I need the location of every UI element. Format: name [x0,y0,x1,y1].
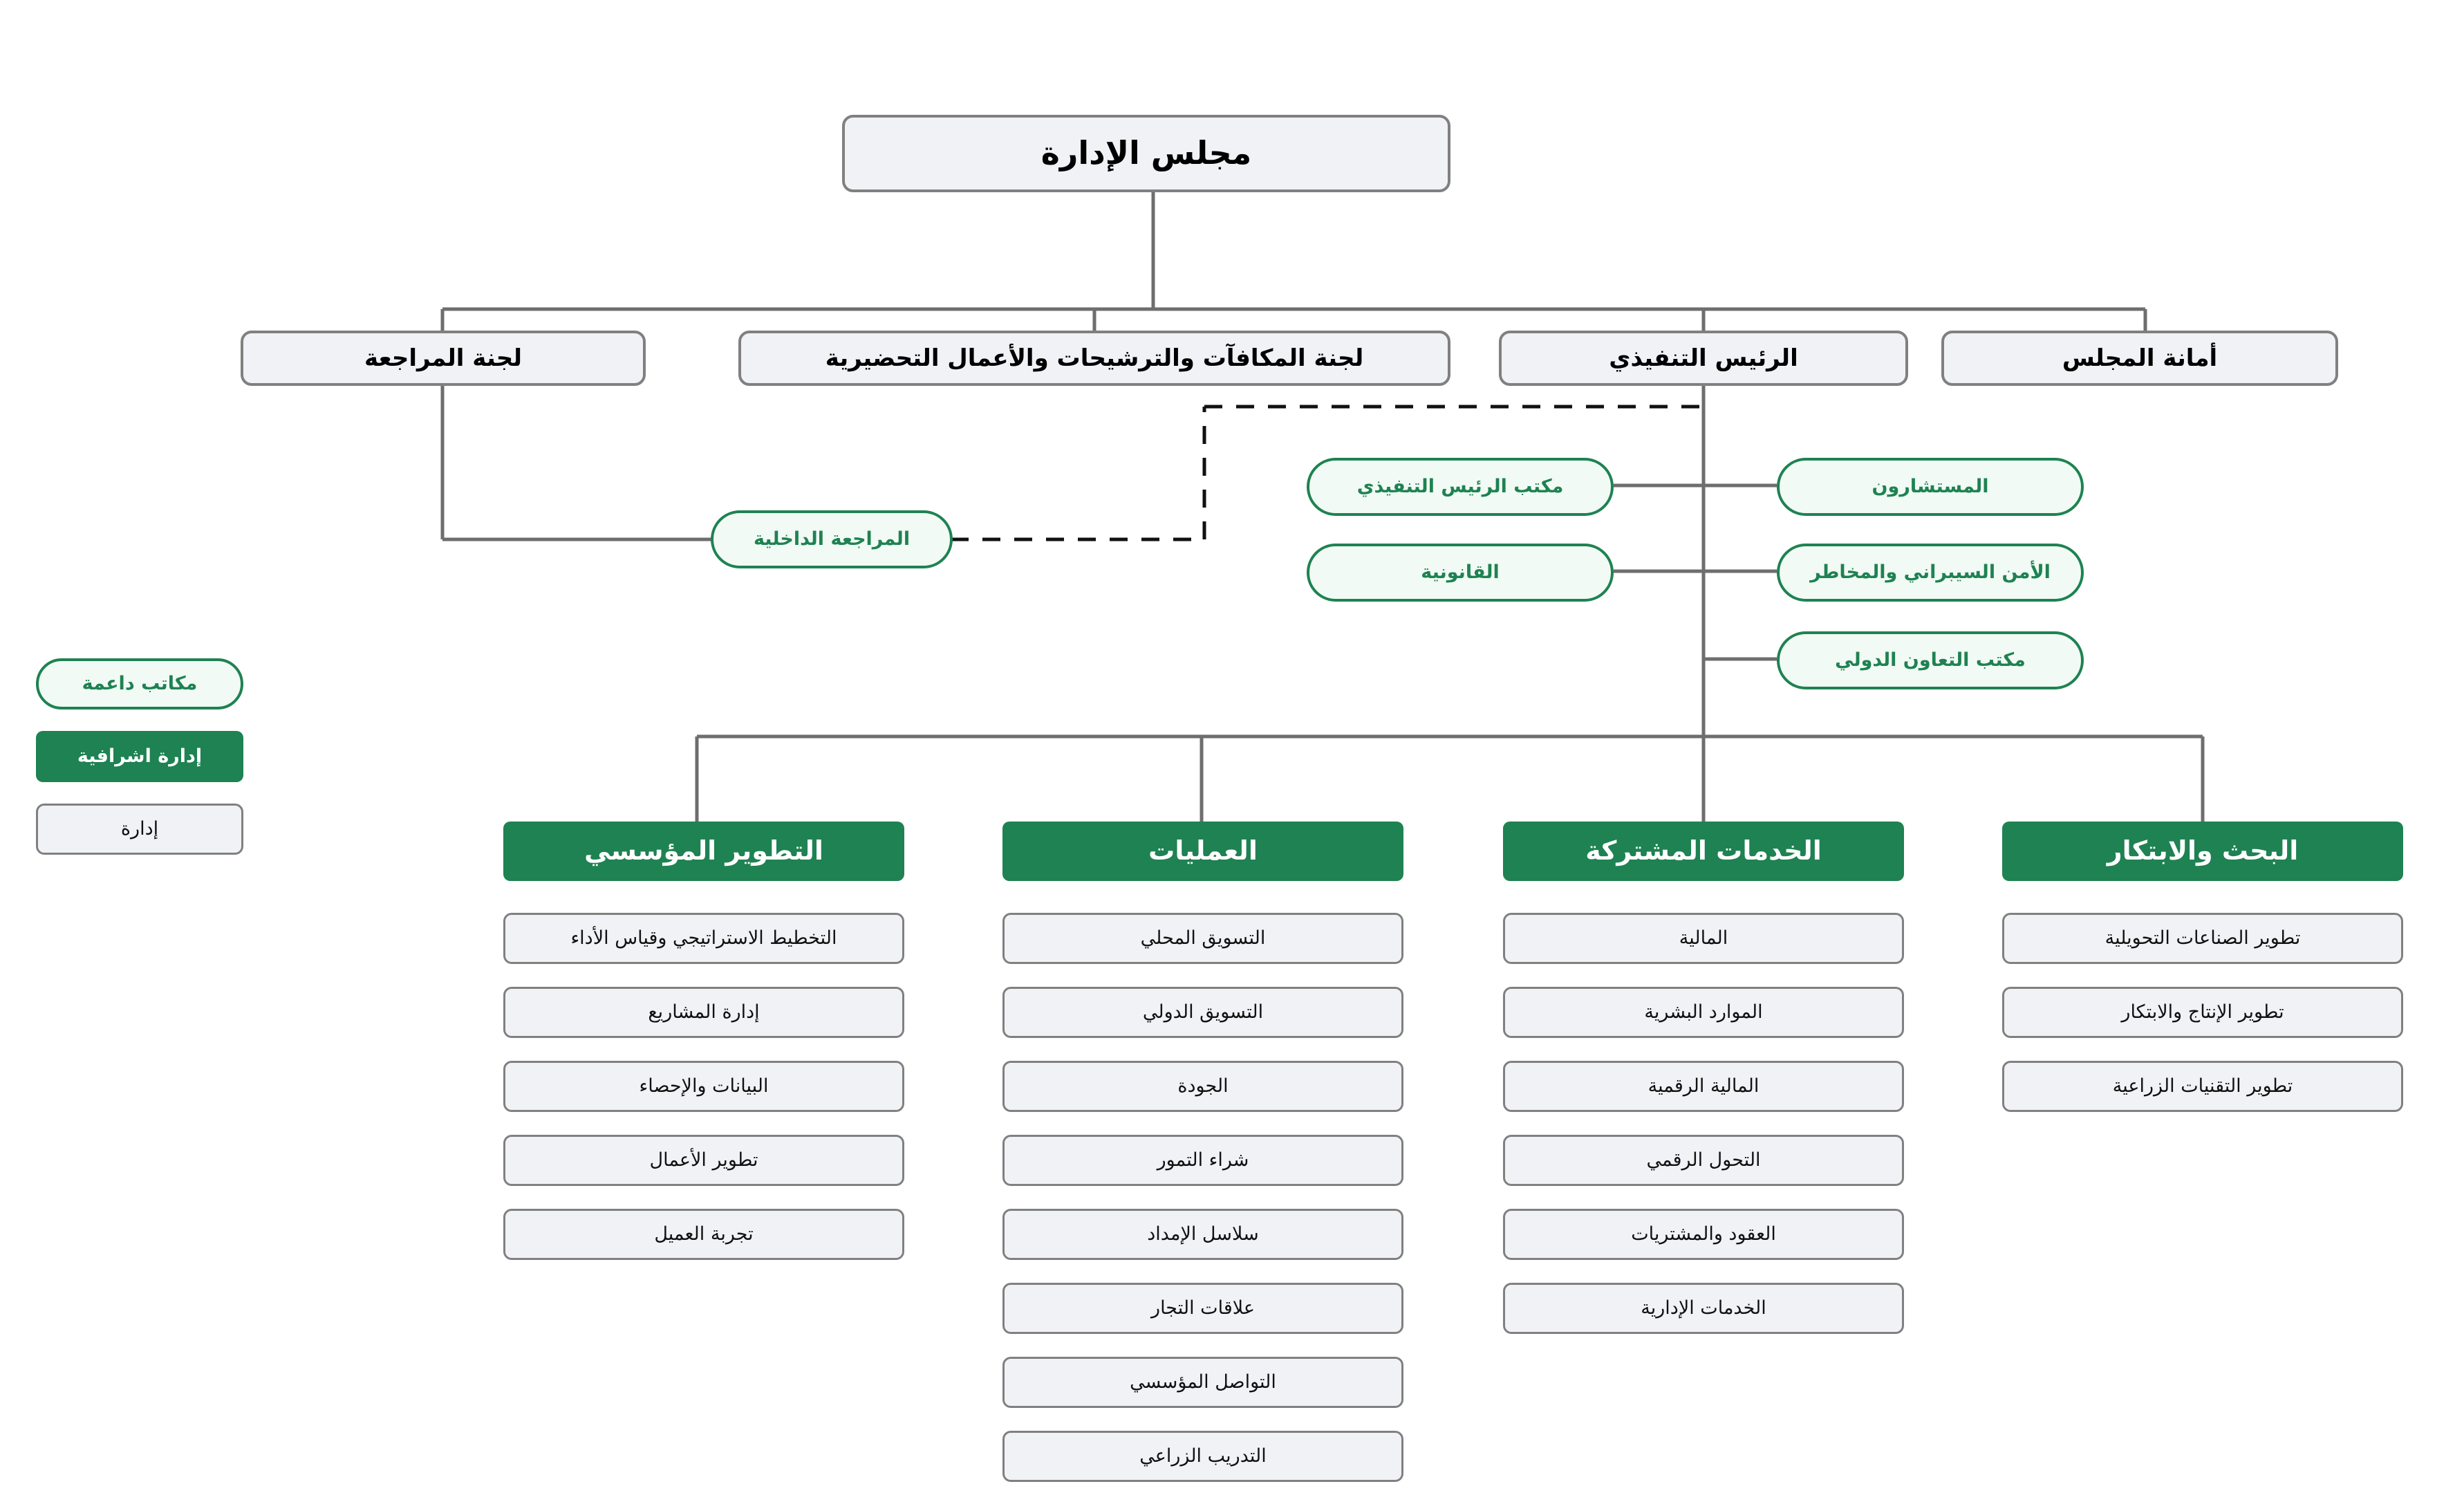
legend-support-offices: مكاتب داعمة [36,658,243,710]
unit-label: التدريب الزراعي [1139,1445,1267,1467]
node-label: البحث والابتكار [2107,835,2299,866]
unit-production-innovation-development[interactable]: تطوير الإنتاج والابتكار [2002,987,2403,1038]
node-cybersecurity-risk[interactable]: الأمن السيبراني والمخاطر [1777,544,2084,602]
unit-contracts-procurement[interactable]: العقود والمشتريات [1503,1209,1904,1260]
node-ceo-office[interactable]: مكتب الرئيس التنفيذي [1307,458,1614,516]
node-label: الرئيس التنفيذي [1609,344,1798,372]
unit-label: التواصل المؤسسي [1130,1371,1276,1393]
node-audit-committee[interactable]: لجنة المراجعة [241,331,646,386]
node-label: أمانة المجلس [2062,344,2218,372]
unit-digital-transformation[interactable]: التحول الرقمي [1503,1135,1904,1186]
node-internal-audit[interactable]: المراجعة الداخلية [711,510,953,568]
unit-label: شراء التمور [1157,1149,1249,1171]
unit-label: التسويق الدولي [1142,1001,1264,1023]
node-board-of-directors[interactable]: مجلس الإدارة [842,115,1450,192]
unit-human-resources[interactable]: الموارد البشرية [1503,987,1904,1038]
unit-label: التسويق المحلي [1140,927,1266,949]
node-advisors[interactable]: المستشارون [1777,458,2084,516]
node-remuneration-nomination-committee[interactable]: لجنة المكافآت والترشيحات والأعمال التحضي… [738,331,1450,386]
node-legal[interactable]: القانونية [1307,544,1614,602]
unit-dates-procurement[interactable]: شراء التمور [1002,1135,1403,1186]
node-label: التطوير المؤسسي [584,835,823,866]
unit-digital-finance[interactable]: المالية الرقمية [1503,1061,1904,1112]
unit-administrative-services[interactable]: الخدمات الإدارية [1503,1283,1904,1334]
unit-label: الخدمات الإدارية [1641,1297,1766,1319]
unit-merchant-relations[interactable]: علاقات التجار [1002,1283,1403,1334]
unit-label: البيانات والإحصاء [639,1075,769,1097]
unit-label: تطوير الإنتاج والابتكار [2121,1001,2284,1023]
unit-customer-experience[interactable]: تجربة العميل [503,1209,904,1260]
unit-label: تجربة العميل [654,1223,754,1245]
unit-data-statistics[interactable]: البيانات والإحصاء [503,1061,904,1112]
node-label: القانونية [1421,562,1500,584]
unit-supply-chain[interactable]: سلاسل الإمداد [1002,1209,1403,1260]
unit-agricultural-training[interactable]: التدريب الزراعي [1002,1431,1403,1482]
node-label: لجنة المراجعة [364,344,522,372]
unit-business-development[interactable]: تطوير الأعمال [503,1135,904,1186]
node-label: مجلس الإدارة [1040,134,1252,172]
node-label: المراجعة الداخلية [753,528,911,550]
node-board-secretariat[interactable]: أمانة المجلس [1941,331,2338,386]
node-international-cooperation-office[interactable]: مكتب التعاون الدولي [1777,631,2084,689]
unit-project-management[interactable]: إدارة المشاريع [503,987,904,1038]
unit-finance[interactable]: المالية [1503,913,1904,964]
unit-label: التخطيط الاستراتيجي وقياس الأداء [570,927,837,949]
node-label: الخدمات المشتركة [1585,835,1822,866]
unit-label: تطوير الصناعات التحويلية [2104,927,2301,949]
unit-label: تطوير الأعمال [649,1149,758,1171]
unit-label: المالية [1679,927,1728,949]
unit-label: العقود والمشتريات [1631,1223,1776,1245]
node-label: الأمن السيبراني والمخاطر [1810,562,2051,584]
unit-corporate-communication[interactable]: التواصل المؤسسي [1002,1357,1403,1408]
unit-quality[interactable]: الجودة [1002,1061,1403,1112]
unit-label: علاقات التجار [1151,1297,1255,1319]
unit-manufacturing-industries-development[interactable]: تطوير الصناعات التحويلية [2002,913,2403,964]
legend-supervisory-department: إدارة اشرافية [36,731,243,782]
node-ceo[interactable]: الرئيس التنفيذي [1499,331,1908,386]
unit-agricultural-technology-development[interactable]: تطوير التقنيات الزراعية [2002,1061,2403,1112]
node-corporate-development[interactable]: التطوير المؤسسي [503,822,904,881]
legend-label: مكاتب داعمة [82,673,198,695]
node-label: المستشارون [1872,476,1989,498]
unit-international-marketing[interactable]: التسويق الدولي [1002,987,1403,1038]
unit-label: الجودة [1177,1075,1229,1097]
node-label: مكتب التعاون الدولي [1835,649,2026,671]
legend-department: إدارة [36,804,243,855]
unit-label: الموارد البشرية [1644,1001,1763,1023]
unit-label: المالية الرقمية [1648,1075,1760,1097]
node-operations[interactable]: العمليات [1002,822,1403,881]
unit-label: سلاسل الإمداد [1147,1223,1259,1245]
node-research-innovation[interactable]: البحث والابتكار [2002,822,2403,881]
node-label: مكتب الرئيس التنفيذي [1356,476,1564,498]
legend-label: إدارة اشرافية [77,745,203,768]
node-shared-services[interactable]: الخدمات المشتركة [1503,822,1904,881]
unit-label: تطوير التقنيات الزراعية [2112,1075,2293,1097]
node-label: العمليات [1148,835,1258,866]
legend-label: إدارة [120,818,159,840]
unit-local-marketing[interactable]: التسويق المحلي [1002,913,1403,964]
unit-label: إدارة المشاريع [648,1001,760,1023]
node-label: لجنة المكافآت والترشيحات والأعمال التحضي… [825,344,1364,372]
unit-label: التحول الرقمي [1646,1149,1761,1171]
unit-strategic-planning[interactable]: التخطيط الاستراتيجي وقياس الأداء [503,913,904,964]
